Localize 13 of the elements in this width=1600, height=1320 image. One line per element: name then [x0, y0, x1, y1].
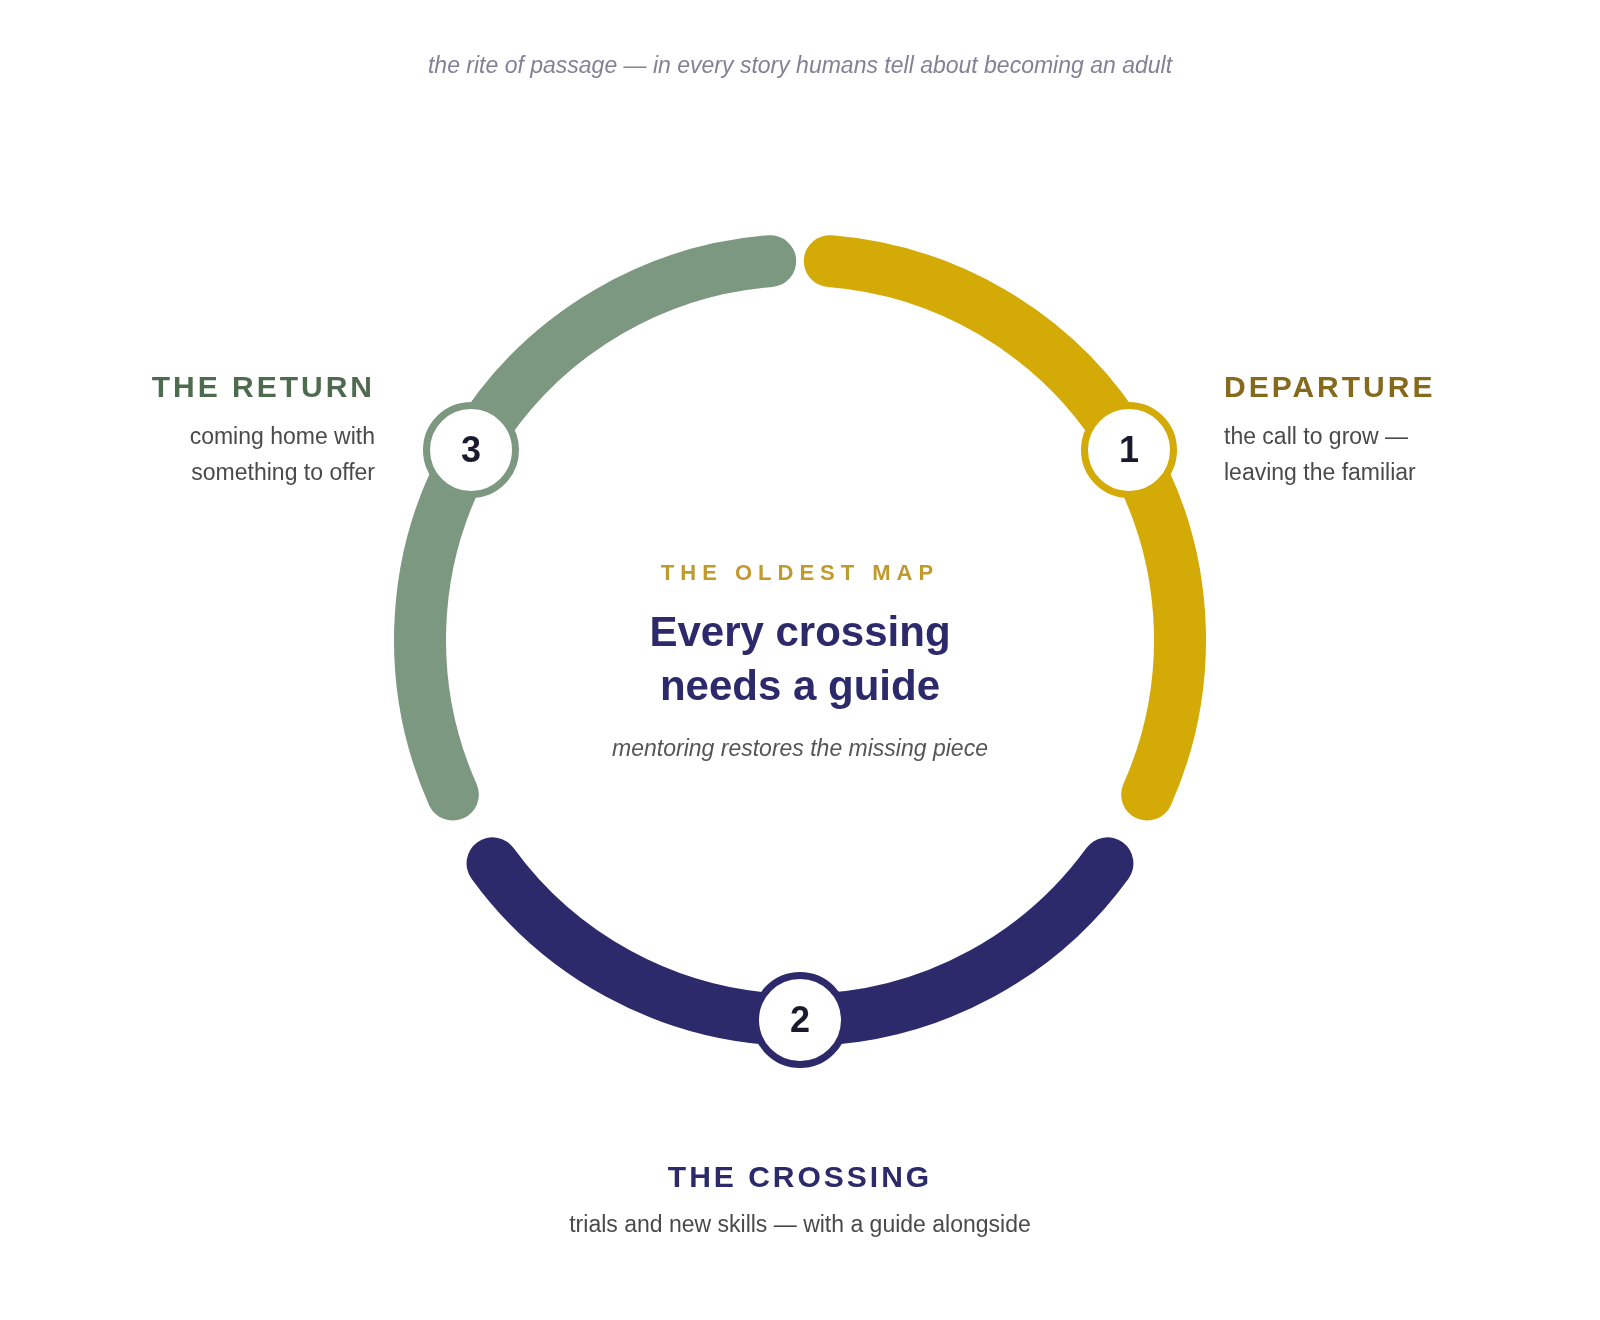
step-number: 3 [460, 429, 481, 471]
subtitle: the rite of passage — in every story humans tell about becoming an adult [426, 52, 1174, 79]
stage-description: the call to grow — leaving the familiar [1224, 422, 1417, 487]
stage-title: THE RETURN [150, 370, 375, 404]
stage-description: trials and new skills — with a guide alongside [568, 1210, 1032, 1239]
headline: Every crossing needs a guide [648, 607, 952, 711]
eyebrow-label: THE OLDEST MAP [659, 560, 941, 586]
step-number: 2 [790, 999, 810, 1041]
stage-description: coming home with something to offer [188, 422, 375, 487]
stage-title: DEPARTURE [1224, 370, 1437, 404]
stage-title: THE CROSSING [666, 1160, 934, 1194]
tagline: mentoring restores the missing piece [611, 735, 989, 762]
step-number: 1 [1119, 429, 1140, 471]
